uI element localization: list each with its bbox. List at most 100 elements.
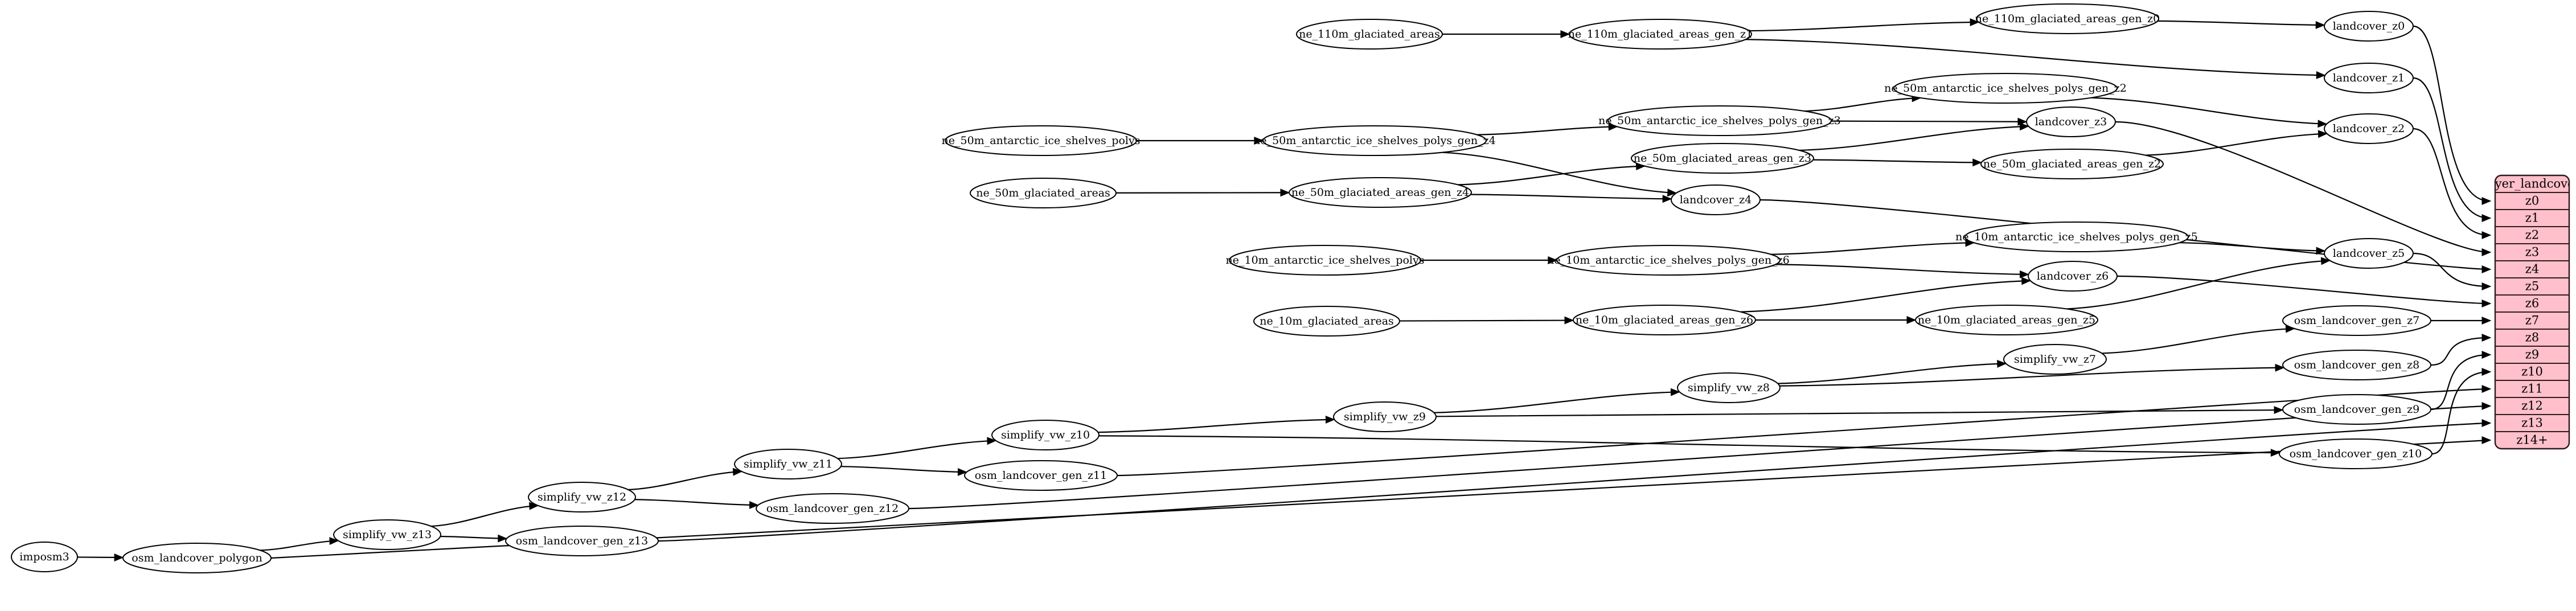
table-row-z10[interactable] [2495, 363, 2569, 381]
node-osm_landcover_gen_z12[interactable]: osm_landcover_gen_z12 [756, 493, 909, 524]
edge-arrowhead [2317, 130, 2328, 138]
node-ellipse [2282, 350, 2431, 380]
edge-arrowhead [2275, 363, 2285, 372]
table-row-z7[interactable] [2495, 311, 2569, 330]
edge-path [1813, 159, 1982, 163]
edge-path [628, 470, 742, 491]
edge-simplify_vw_z13-to-osm_landcover_gen_z13 [440, 534, 508, 543]
node-osm_landcover_gen_z8[interactable]: osm_landcover_gen_z8 [2282, 350, 2431, 380]
table-row-z14+[interactable] [2495, 431, 2569, 449]
node-ellipse [1556, 245, 1781, 276]
table-row-z2[interactable] [2495, 226, 2569, 244]
node-ne_110m_glaciated_areas[interactable]: ne_110m_glaciated_areas [1296, 19, 1443, 50]
table-row-z11[interactable] [2495, 380, 2569, 398]
node-landcover_z4[interactable]: landcover_z4 [1671, 184, 1761, 215]
node-ne_50m_glaciated_areas_gen_z4[interactable]: ne_50m_glaciated_areas_gen_z4 [1289, 177, 1472, 208]
table-row-z6[interactable] [2495, 294, 2569, 313]
node-ellipse [2028, 261, 2118, 292]
table-row-z3[interactable] [2495, 243, 2569, 261]
table-row-z13[interactable] [2495, 414, 2569, 432]
edge-path [634, 499, 758, 506]
table-row-z0[interactable] [2495, 192, 2569, 210]
node-landcover_z0[interactable]: landcover_z0 [2324, 11, 2414, 42]
node-simplify_vw_z8[interactable]: simplify_vw_z8 [1677, 372, 1781, 403]
edge-path [2091, 97, 2327, 125]
node-label: osm_landcover_gen_z9 [2294, 403, 2419, 416]
table-row-label-z2: z2 [2525, 228, 2539, 242]
edge-arrowhead [2481, 419, 2492, 427]
table-row-label-z6: z6 [2525, 297, 2539, 310]
node-ellipse [2324, 238, 2414, 269]
node-ellipse [333, 519, 441, 550]
node-landcover_z6[interactable]: landcover_z6 [2028, 261, 2118, 292]
node-osm_landcover_gen_z11[interactable]: osm_landcover_gen_z11 [964, 460, 1118, 491]
node-ne_50m_glaciated_areas_gen_z2[interactable]: ne_50m_glaciated_areas_gen_z2 [1980, 149, 2164, 179]
edge-arrowhead [1560, 30, 1570, 38]
edge-path [2430, 337, 2490, 366]
node-ne_10m_glaciated_areas_gen_z5[interactable]: ne_10m_glaciated_areas_gen_z5 [1915, 305, 2098, 335]
edge-landcover_z1-to-layer_landcover.z1 [2413, 77, 2492, 222]
node-ne_110m_glaciated_areas_gen_z1[interactable]: ne_110m_glaciated_areas_gen_z1 [1568, 19, 1753, 50]
node-ellipse [1915, 305, 2098, 335]
edge-osm_landcover_gen_z8-to-layer_landcover.z8 [2430, 334, 2492, 366]
node-label: ne_50m_glaciated_areas [976, 187, 1110, 199]
node-imposm3[interactable]: imposm3 [11, 542, 78, 572]
node-label: imposm3 [19, 551, 69, 563]
node-osm_landcover_gen_z13[interactable]: osm_landcover_gen_z13 [505, 526, 659, 556]
edge-arrowhead [114, 553, 124, 561]
node-ne_10m_antarctic_ice_shelves_polys[interactable]: ne_10m_antarctic_ice_shelves_polys [1226, 245, 1425, 276]
edge-path [1775, 264, 2029, 276]
edge-ne_50m_antarctic_ice_shelves_polys_gen_z3-to-ne_50m_antarctic_ice_shelves_polys_gen_z2 [1804, 94, 1922, 112]
node-simplify_vw_z12[interactable]: simplify_vw_z12 [528, 482, 636, 512]
edge-ne_50m_glaciated_areas_gen_z3-to-landcover_z3 [1799, 122, 2029, 151]
edge-osm_landcover_gen_z7-to-layer_landcover.z7 [2430, 317, 2492, 325]
node-ne_50m_antarctic_ice_shelves_polys_gen_z4[interactable]: ne_50m_antarctic_ice_shelves_polys_gen_z… [1253, 125, 1496, 156]
node-landcover_z5[interactable]: landcover_z5 [2324, 238, 2414, 269]
table-row-label-z3: z3 [2525, 245, 2539, 259]
node-landcover_z1[interactable]: landcover_z1 [2324, 63, 2414, 93]
node-label: osm_landcover_gen_z10 [2290, 448, 2422, 460]
node-simplify_vw_z9[interactable]: simplify_vw_z9 [1333, 401, 1437, 432]
edge-arrowhead [749, 501, 759, 509]
node-osm_landcover_gen_z10[interactable]: osm_landcover_gen_z10 [2279, 438, 2433, 469]
node-simplify_vw_z13[interactable]: simplify_vw_z13 [333, 519, 441, 550]
node-ellipse [2003, 344, 2107, 375]
edge-imposm3-to-osm_landcover_polygon [77, 553, 124, 561]
node-ne_10m_antarctic_ice_shelves_polys_gen_z5[interactable]: ne_10m_antarctic_ice_shelves_polys_gen_z… [1955, 222, 2198, 252]
node-osm_landcover_gen_z9[interactable]: osm_landcover_gen_z9 [2282, 394, 2431, 425]
node-simplify_vw_z11[interactable]: simplify_vw_z11 [734, 449, 842, 479]
node-ne_50m_antarctic_ice_shelves_polys_gen_z3[interactable]: ne_50m_antarctic_ice_shelves_polys_gen_z… [1598, 105, 1841, 136]
node-label: simplify_vw_z11 [744, 458, 832, 470]
edge-ne_10m_glaciated_areas-to-ne_10m_glaciated_areas_gen_z6 [1399, 316, 1574, 325]
node-osm_landcover_gen_z7[interactable]: osm_landcover_gen_z7 [2282, 305, 2431, 336]
edge-arrowhead [1667, 188, 1677, 197]
node-ne_110m_glaciated_areas_gen_z0[interactable]: ne_110m_glaciated_areas_gen_z0 [1975, 3, 2160, 34]
node-ne_10m_glaciated_areas[interactable]: ne_10m_glaciated_areas [1253, 306, 1400, 337]
node-osm_landcover_polygon[interactable]: osm_landcover_polygon [122, 543, 272, 573]
node-ellipse [1671, 184, 1761, 215]
node-ellipse [122, 543, 272, 573]
edge-simplify_vw_z8-to-osm_landcover_gen_z8 [1779, 363, 2285, 387]
table-row-z1[interactable] [2495, 209, 2569, 227]
node-ne_50m_antarctic_ice_shelves_polys[interactable]: ne_50m_antarctic_ice_shelves_polys [942, 125, 1141, 156]
edge-path [2413, 128, 2490, 236]
node-ne_50m_glaciated_areas_gen_z3[interactable]: ne_50m_glaciated_areas_gen_z3 [1631, 143, 1814, 174]
node-ne_10m_glaciated_areas_gen_z6[interactable]: ne_10m_glaciated_areas_gen_z6 [1573, 305, 1756, 335]
table-row-z5[interactable] [2495, 277, 2569, 296]
node-simplify_vw_z7[interactable]: simplify_vw_z7 [2003, 344, 2107, 375]
edge-path [1435, 409, 2283, 417]
node-ne_50m_antarctic_ice_shelves_polys_gen_z2[interactable]: ne_50m_antarctic_ice_shelves_polys_gen_z… [1884, 73, 2127, 104]
edge-arrowhead [2481, 317, 2492, 325]
node-landcover_z2[interactable]: landcover_z2 [2324, 113, 2414, 144]
edge-path [1804, 97, 1921, 112]
node-ellipse [1607, 105, 1832, 136]
edge-arrowhead [2481, 282, 2492, 290]
node-label: ne_110m_glaciated_areas_gen_z0 [1975, 13, 2160, 25]
edge-osm_landcover_polygon-to-simplify_vw_z13 [260, 537, 339, 551]
node-ne_10m_antarctic_ice_shelves_polys_gen_z6[interactable]: ne_10m_antarctic_ice_shelves_polys_gen_z… [1547, 245, 1790, 276]
layer-landcover-table: layer_landcoverz0z1z2z3z4z5z6z7z8z9z10z1… [2494, 174, 2570, 450]
node-ellipse [2324, 11, 2414, 42]
node-ne_50m_glaciated_areas[interactable]: ne_50m_glaciated_areas [970, 178, 1117, 208]
node-landcover_z3[interactable]: landcover_z3 [2026, 106, 2116, 137]
node-simplify_vw_z10[interactable]: simplify_vw_z10 [991, 420, 1100, 450]
